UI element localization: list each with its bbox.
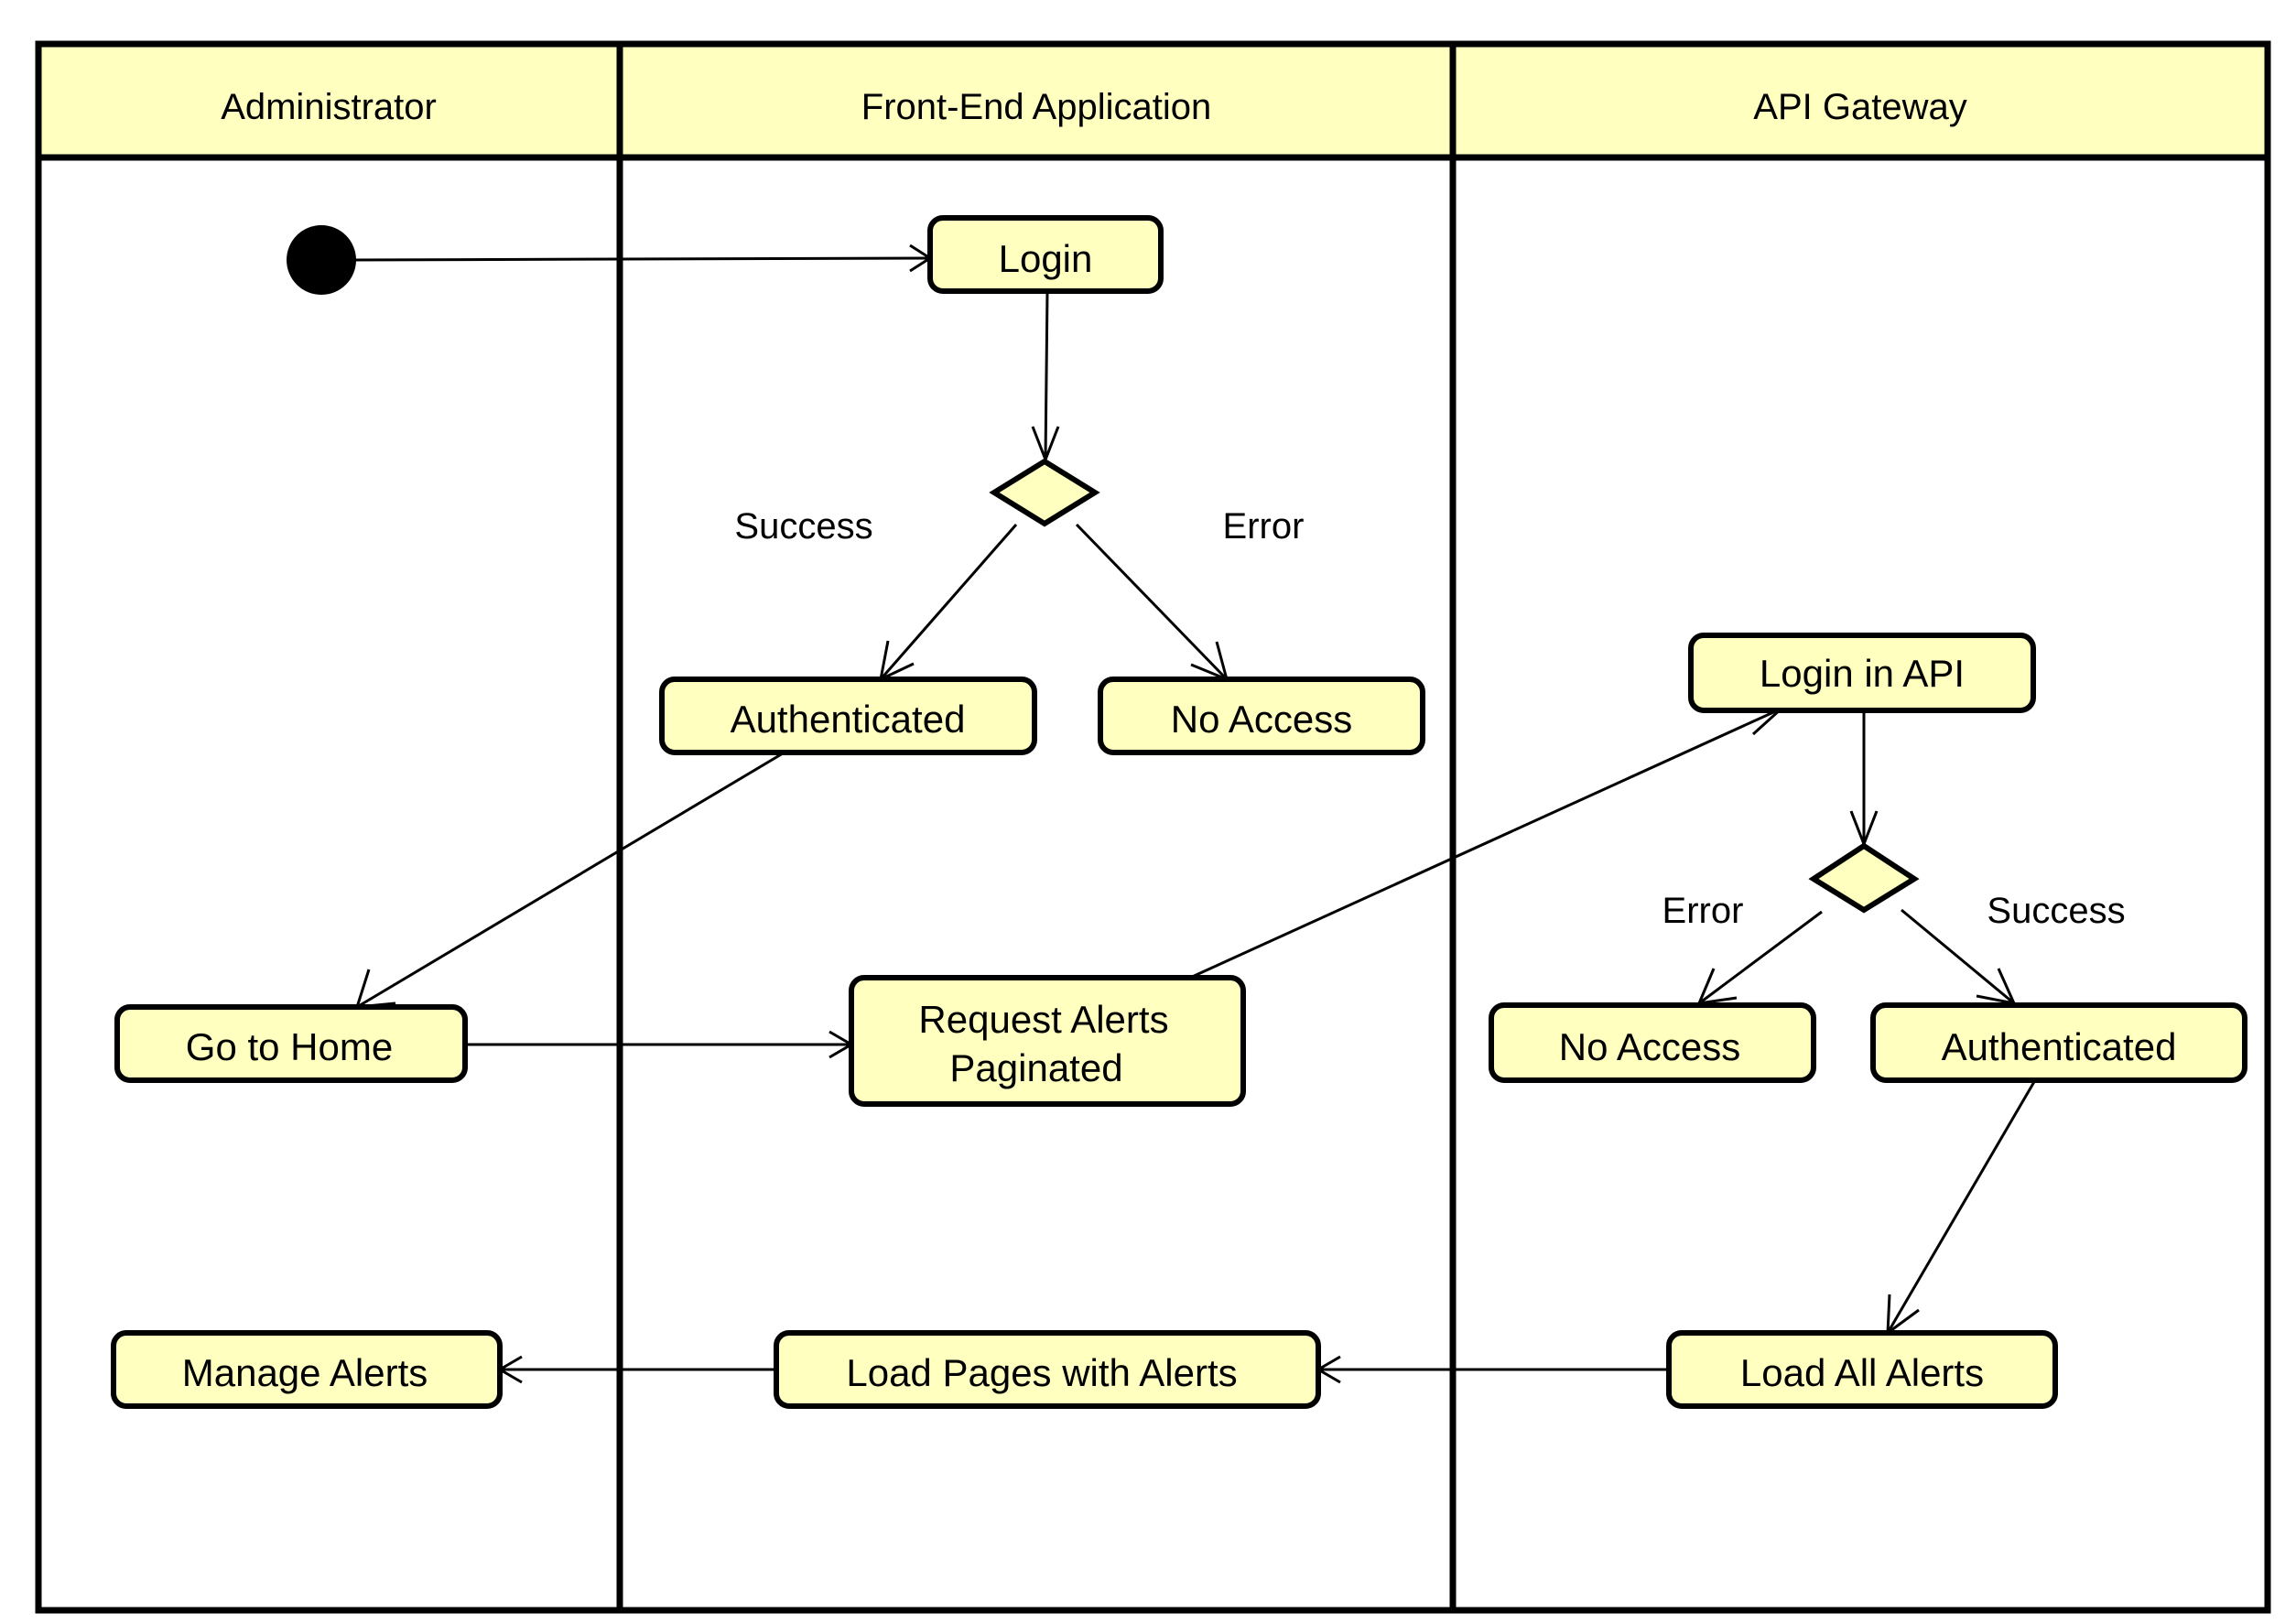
node-go-to-home: Go to Home: [114, 1004, 468, 1083]
edge-start-login: [340, 256, 931, 262]
lane-header-administrator: [35, 40, 623, 161]
node-label-login: Login: [999, 237, 1093, 280]
node-label-request-alerts-line1: Request Alerts: [918, 998, 1168, 1041]
lane-title-front-end: Front-End Application: [861, 87, 1211, 127]
node-request-alerts-paginated: Request Alerts Paginated: [849, 975, 1246, 1107]
node-label-manage-alerts: Manage Alerts: [182, 1351, 428, 1394]
node-label-authenticated-fe: Authenticated: [731, 698, 966, 741]
lane-body-api-gateway: [1449, 154, 2271, 1614]
guard-label-api-error: Error: [1662, 891, 1744, 931]
node-label-login-in-api: Login in API: [1760, 652, 1965, 695]
edge-decision-no-access-fe: [1075, 523, 1229, 681]
initial-node: [287, 225, 356, 295]
node-label-no-access-api: No Access: [1559, 1025, 1740, 1068]
node-label-authenticated-api: Authenticated: [1942, 1025, 2177, 1068]
node-no-access-fe: No Access: [1098, 677, 1425, 755]
guard-label-api-success: Success: [1987, 891, 2125, 931]
guard-label-fe-error: Error: [1223, 506, 1305, 547]
edge-login-decision: [1044, 290, 1049, 460]
node-label-load-pages-with-alerts: Load Pages with Alerts: [846, 1351, 1237, 1394]
edge-decision-authenticated-fe: [879, 524, 1018, 680]
edge-decision-authenticated-api: [1901, 908, 2015, 1005]
lane-title-administrator: Administrator: [221, 87, 437, 127]
node-login-in-api: Login in API: [1688, 633, 2036, 713]
node-manage-alerts: Manage Alerts: [111, 1330, 503, 1409]
lane-title-api-gateway: API Gateway: [1753, 87, 1966, 127]
node-login: Login: [927, 215, 1164, 294]
node-authenticated-api: Authenticated: [1870, 1002, 2247, 1083]
node-label-no-access-fe: No Access: [1171, 698, 1352, 741]
node-label-go-to-home: Go to Home: [186, 1025, 393, 1068]
node-load-pages-with-alerts: Load Pages with Alerts: [774, 1330, 1321, 1409]
edges: [340, 244, 2037, 1384]
edge-request-login-api: [1189, 707, 1782, 980]
node-authenticated-fe: Authenticated: [659, 677, 1037, 755]
edge-authenticated-go-home: [356, 752, 784, 1009]
edge-authenticated-load-all: [1886, 1079, 2037, 1334]
node-load-all-alerts: Load All Alerts: [1666, 1330, 2058, 1409]
swimlanes: Administrator Front-End Application API …: [35, 40, 2271, 1614]
node-label-request-alerts-line2: Paginated: [949, 1046, 1122, 1089]
node-no-access-api: No Access: [1489, 1002, 1816, 1083]
guard-label-fe-success: Success: [734, 506, 872, 547]
lane-header-front-end: [616, 40, 1457, 161]
decision-front-end: [989, 458, 1100, 527]
node-label-load-all-alerts: Load All Alerts: [1740, 1351, 1984, 1394]
edge-decision-no-access-api: [1698, 910, 1823, 1005]
decision-api: [1808, 842, 1920, 914]
